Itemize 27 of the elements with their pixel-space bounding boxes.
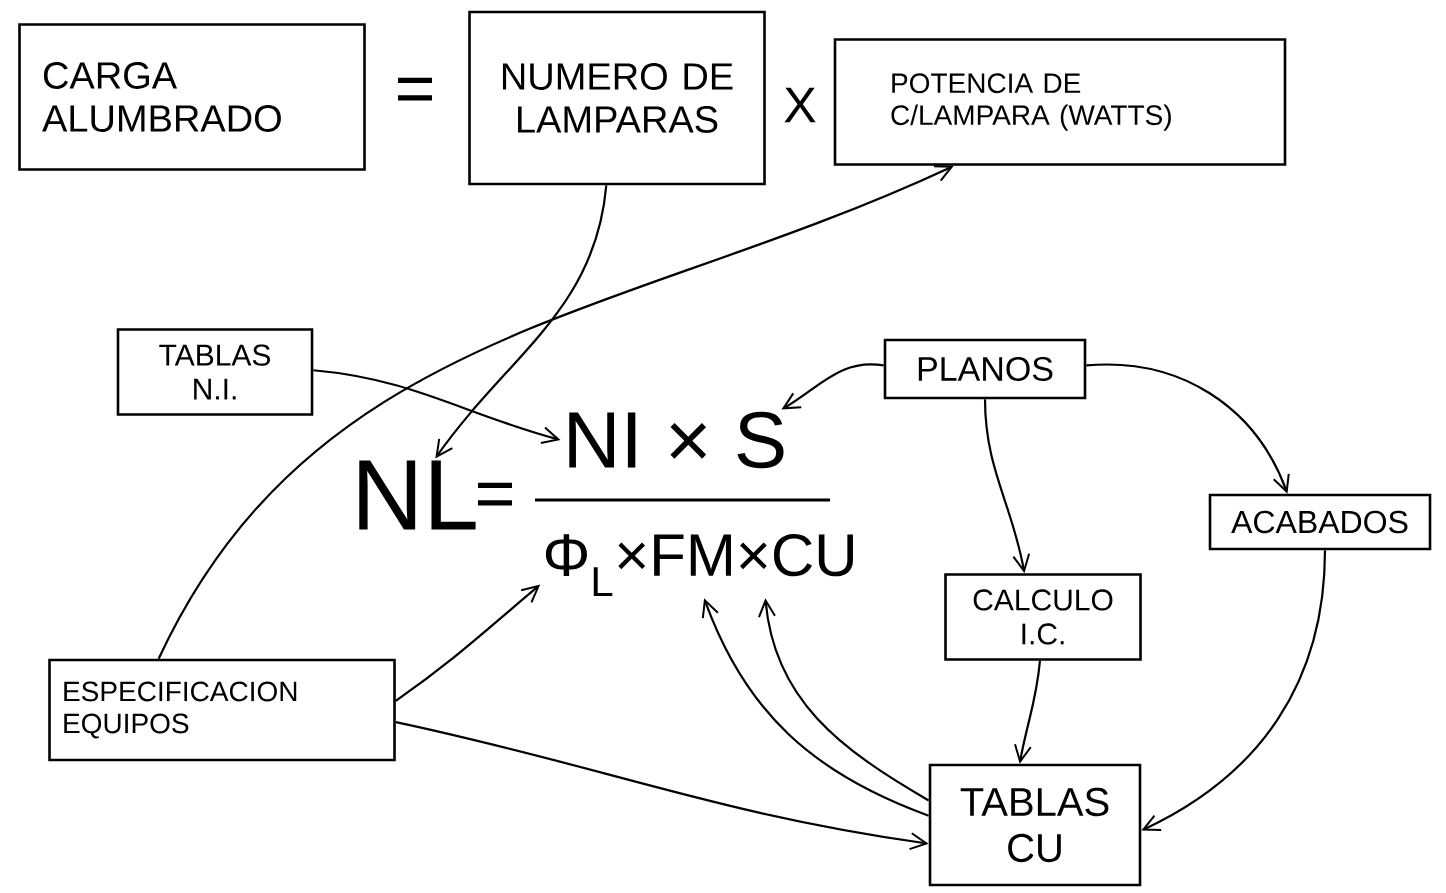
arrow <box>395 584 541 702</box>
labeled-box: CARGA ALUMBRADO <box>18 23 366 171</box>
symbol-text: = <box>398 77 432 101</box>
symbol-text: = <box>478 482 512 506</box>
arrow <box>701 598 930 817</box>
labeled-box: TABLAS CU <box>928 763 1142 887</box>
labeled-box: ESPECIFICACION EQUIPOS <box>48 658 396 762</box>
formula-term: Φ$_{L}$×FM×CU <box>545 533 853 597</box>
labeled-box: CALCULO I.C. <box>944 573 1142 661</box>
arrow <box>781 363 884 410</box>
arrow <box>758 598 930 802</box>
labeled-box: PLANOS <box>883 338 1087 400</box>
arrow <box>157 165 954 660</box>
labeled-box: POTENCIA DE C/LAMPARA (WATTS) <box>833 38 1287 166</box>
arrow <box>1141 550 1327 832</box>
arrow <box>395 721 929 851</box>
symbol-text: X <box>784 87 816 123</box>
formula-term: NI × S <box>569 411 784 469</box>
arrow <box>1014 660 1042 764</box>
arrow <box>983 399 1031 574</box>
arrow <box>435 185 608 459</box>
labeled-box: TABLAS N.I. <box>116 328 314 416</box>
arrow <box>313 369 561 444</box>
labeled-box: NUMERO DE LAMPARAS <box>468 10 766 186</box>
arrow <box>1086 363 1290 494</box>
formula-term: NL <box>359 460 476 530</box>
labeled-box: ACABADOS <box>1208 493 1432 551</box>
